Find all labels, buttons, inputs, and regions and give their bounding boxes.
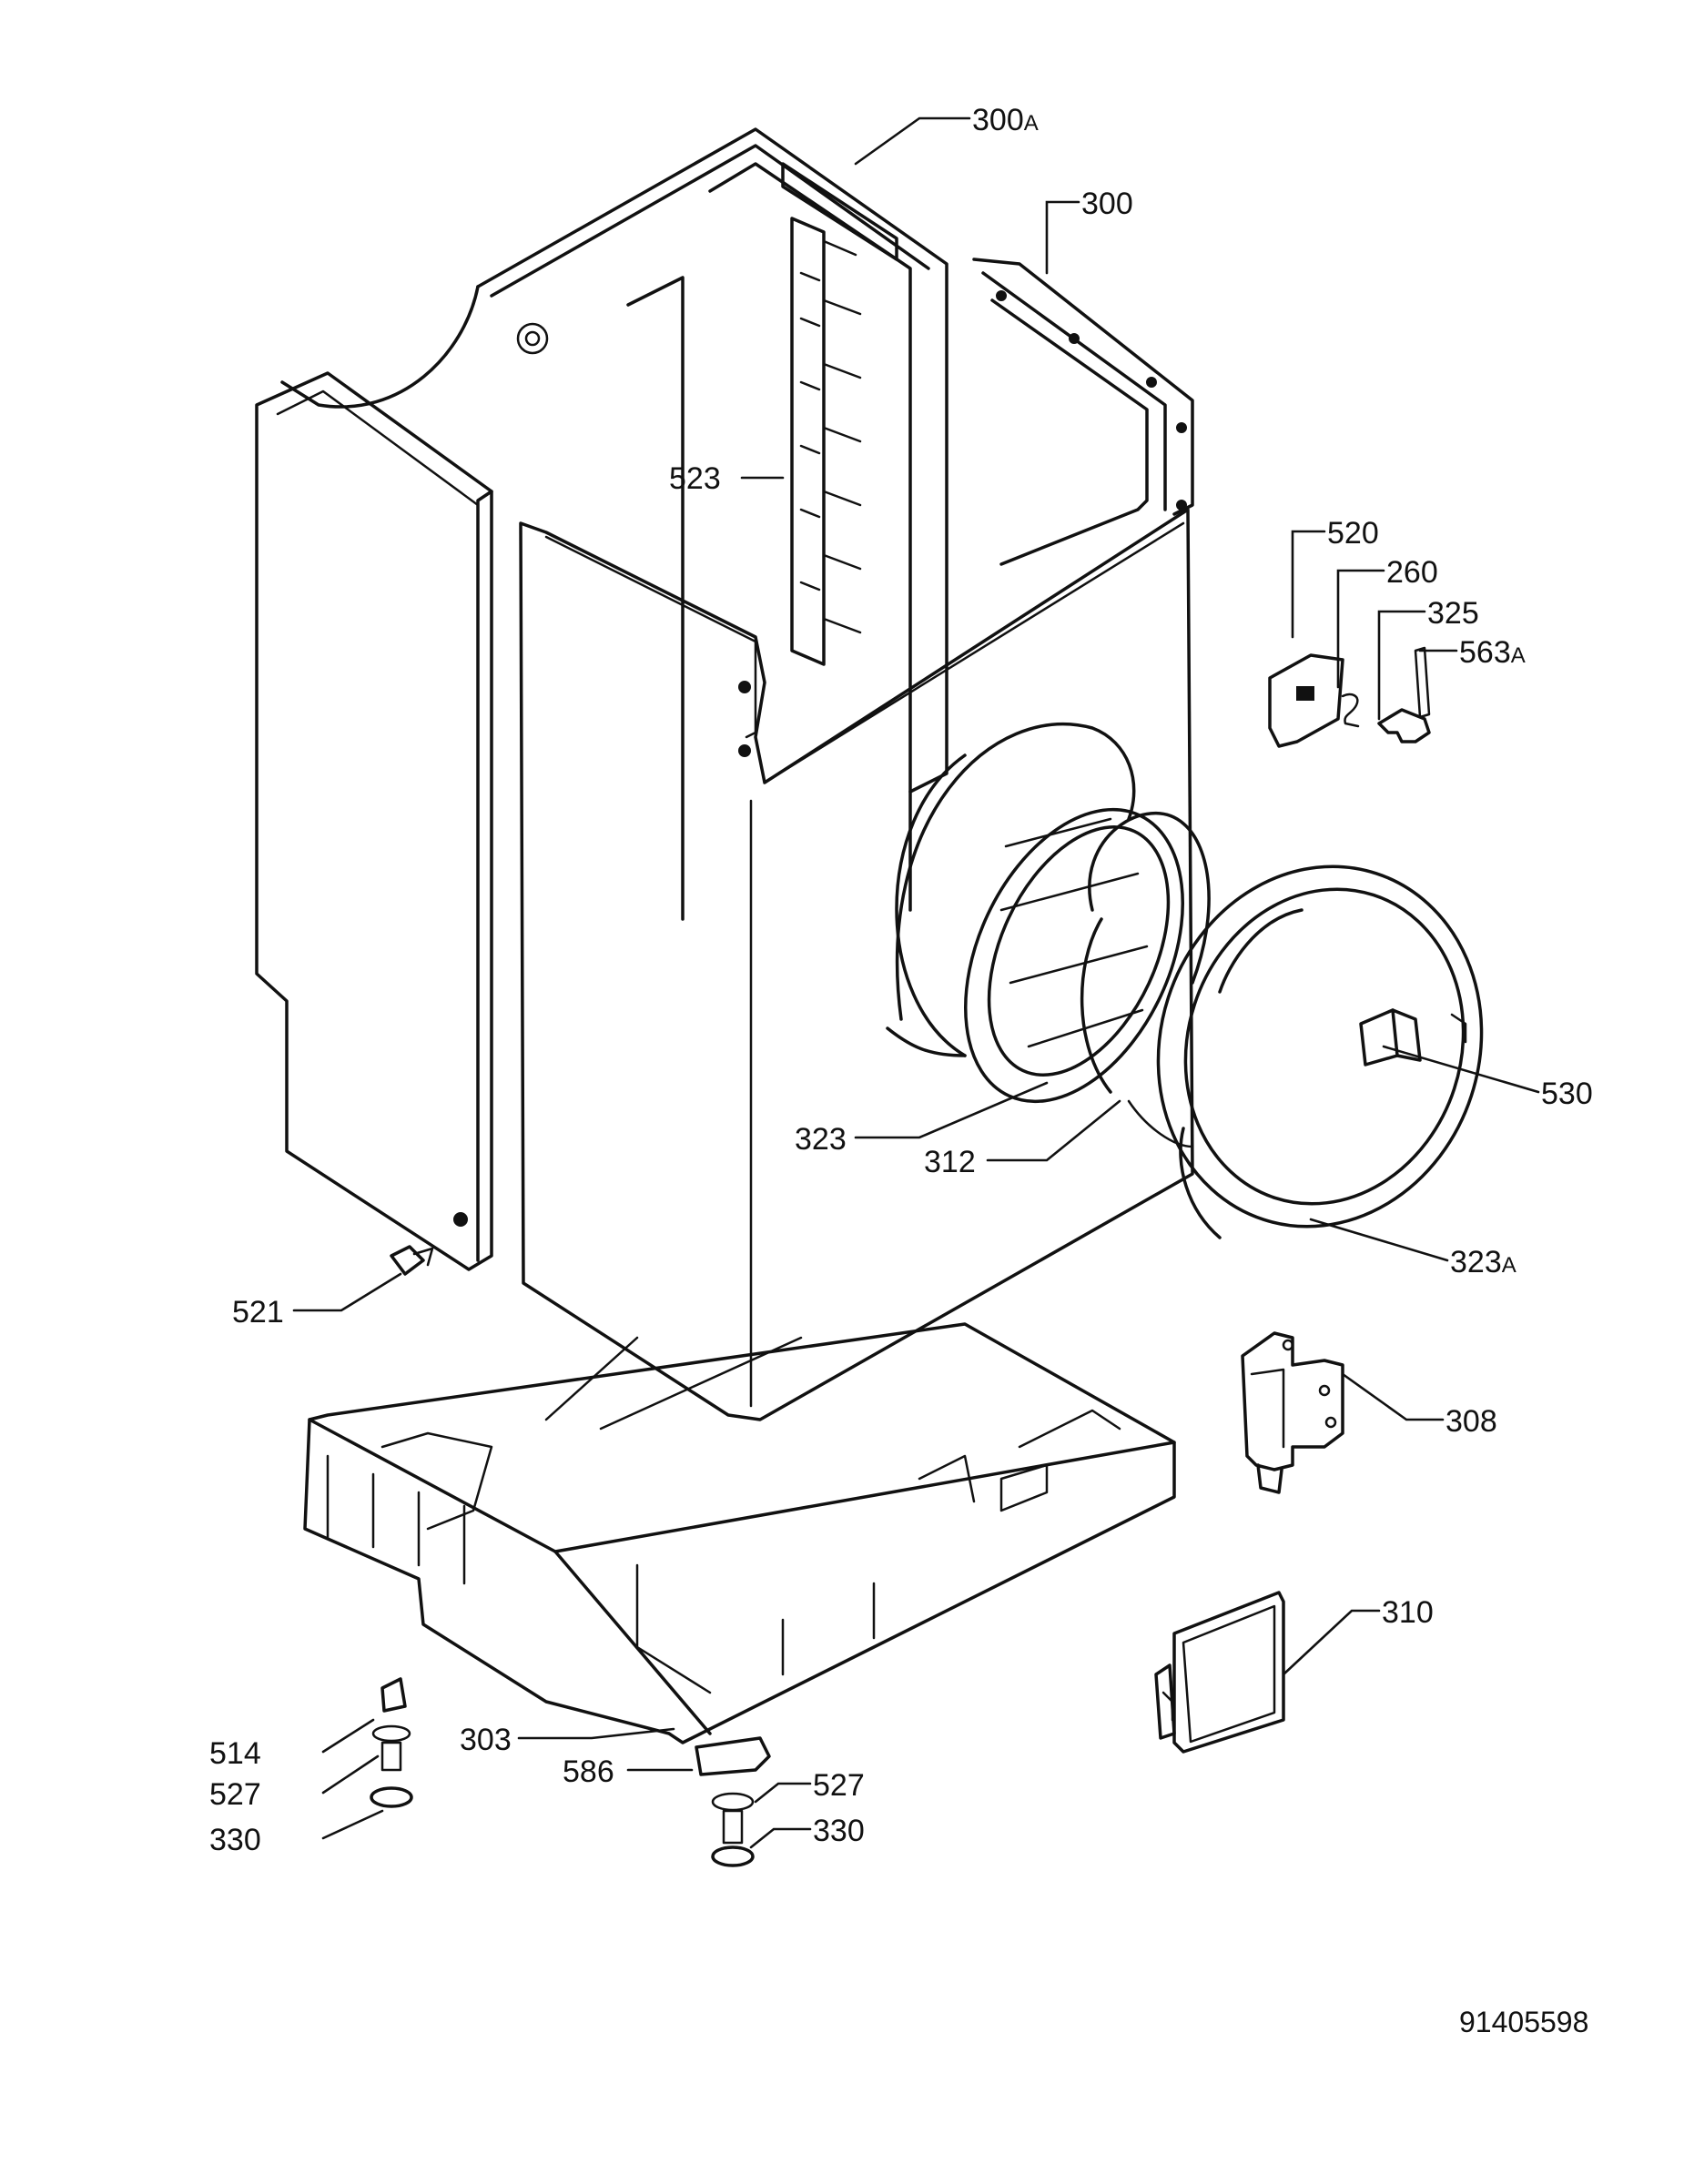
callout-suffix: A [1502, 1253, 1516, 1278]
door-assembly-323a [1156, 864, 1484, 1239]
callout-number: 586 [563, 1754, 614, 1789]
pin-563a [1414, 646, 1431, 719]
svg-text:527: 527 [209, 1777, 261, 1812]
cross-rail-523 [790, 217, 862, 666]
callout-530: 530 [1541, 1077, 1593, 1111]
callout-521: 521 [232, 1295, 284, 1330]
callout-number: 530 [1541, 1077, 1593, 1111]
callout-514: 514 [209, 1736, 261, 1771]
svg-text:527: 527 [813, 1768, 865, 1803]
svg-text:260: 260 [1386, 555, 1438, 590]
svg-text:520: 520 [1327, 516, 1379, 551]
callout-number: 308 [1445, 1404, 1497, 1439]
callout-303: 303 [460, 1723, 512, 1757]
lever-325 [1377, 708, 1431, 743]
callout-520: 520 [1327, 516, 1379, 551]
callout-330-right: 330 [813, 1814, 865, 1848]
callout-number: 514 [209, 1736, 261, 1771]
callout-number: 563 [1459, 635, 1511, 670]
callout-number: 330 [209, 1823, 261, 1857]
svg-text:521: 521 [232, 1295, 284, 1330]
callout-312: 312 [924, 1145, 976, 1179]
door-lock-520 [1268, 653, 1344, 748]
svg-text:310: 310 [1382, 1595, 1434, 1630]
callout-260: 260 [1386, 555, 1438, 590]
callout-523: 523 [669, 461, 721, 496]
svg-text:300: 300 [1081, 187, 1133, 221]
svg-text:586: 586 [563, 1754, 614, 1789]
svg-text:312: 312 [924, 1145, 976, 1179]
base-frame-303 [303, 1322, 1176, 1744]
callout-suffix: A [1511, 643, 1526, 668]
callout-number: 323 [795, 1122, 847, 1157]
svg-text:308: 308 [1445, 1404, 1497, 1439]
front-panel [519, 508, 1194, 1421]
foot-assembly-left [370, 1677, 413, 1808]
callout-323: 323 [795, 1122, 847, 1157]
callout-563a: 563A [1459, 635, 1526, 670]
callout-number: 527 [209, 1777, 261, 1812]
callout-586: 586 [563, 1754, 614, 1789]
svg-text:300A: 300A [972, 103, 1039, 137]
leader-lines [292, 116, 1540, 1849]
foot-assembly-right [695, 1736, 771, 1867]
screw-521 [390, 1245, 434, 1276]
callout-325: 325 [1427, 596, 1479, 631]
hinge-block-530 [1359, 1008, 1467, 1067]
callout-number: 310 [1382, 1595, 1434, 1630]
svg-text:323A: 323A [1450, 1245, 1516, 1279]
back-panel-300a [280, 127, 948, 921]
inner-gasket-323 [964, 807, 1184, 1104]
callout-suffix: A [1024, 111, 1039, 136]
callout-310: 310 [1382, 1595, 1434, 1630]
svg-text:303: 303 [460, 1723, 512, 1757]
svg-text:514: 514 [209, 1736, 261, 1771]
left-side-panel [255, 371, 493, 1271]
callout-527-right: 527 [813, 1768, 865, 1803]
callout-number: 312 [924, 1145, 976, 1179]
svg-text:330: 330 [813, 1814, 865, 1848]
callout-527-left: 527 [209, 1777, 261, 1812]
svg-text:530: 530 [1541, 1077, 1593, 1111]
door-hinge-308 [1241, 1331, 1344, 1494]
svg-text:325: 325 [1427, 596, 1479, 631]
callout-number: 323 [1450, 1245, 1502, 1279]
callout-number: 300 [972, 103, 1024, 137]
callout-number: 260 [1386, 555, 1438, 590]
callout-number: 521 [232, 1295, 284, 1330]
svg-text:523: 523 [669, 461, 721, 496]
svg-text:330: 330 [209, 1823, 261, 1857]
callout-330-left: 330 [209, 1823, 261, 1857]
svg-text:323: 323 [795, 1122, 847, 1157]
callout-number: 300 [1081, 187, 1133, 221]
callout-323a: 323A [1450, 1245, 1516, 1279]
clip-260 [1341, 693, 1360, 728]
callout-number: 325 [1427, 596, 1479, 631]
right-side-panel-300 [972, 258, 1194, 566]
callout-number: 523 [669, 461, 721, 496]
callout-number: 520 [1327, 516, 1379, 551]
document-number: 91405598 [1459, 2006, 1588, 2038]
callout-number: 330 [813, 1814, 865, 1848]
door-boot-312 [1080, 812, 1211, 1148]
svg-text:563A: 563A [1459, 635, 1526, 670]
callout-300: 300 [1081, 187, 1133, 221]
callout-308: 308 [1445, 1404, 1497, 1439]
callout-300a: 300A [972, 103, 1039, 137]
filter-door-310 [1154, 1591, 1285, 1754]
callout-number: 527 [813, 1768, 865, 1803]
callout-number: 303 [460, 1723, 512, 1757]
